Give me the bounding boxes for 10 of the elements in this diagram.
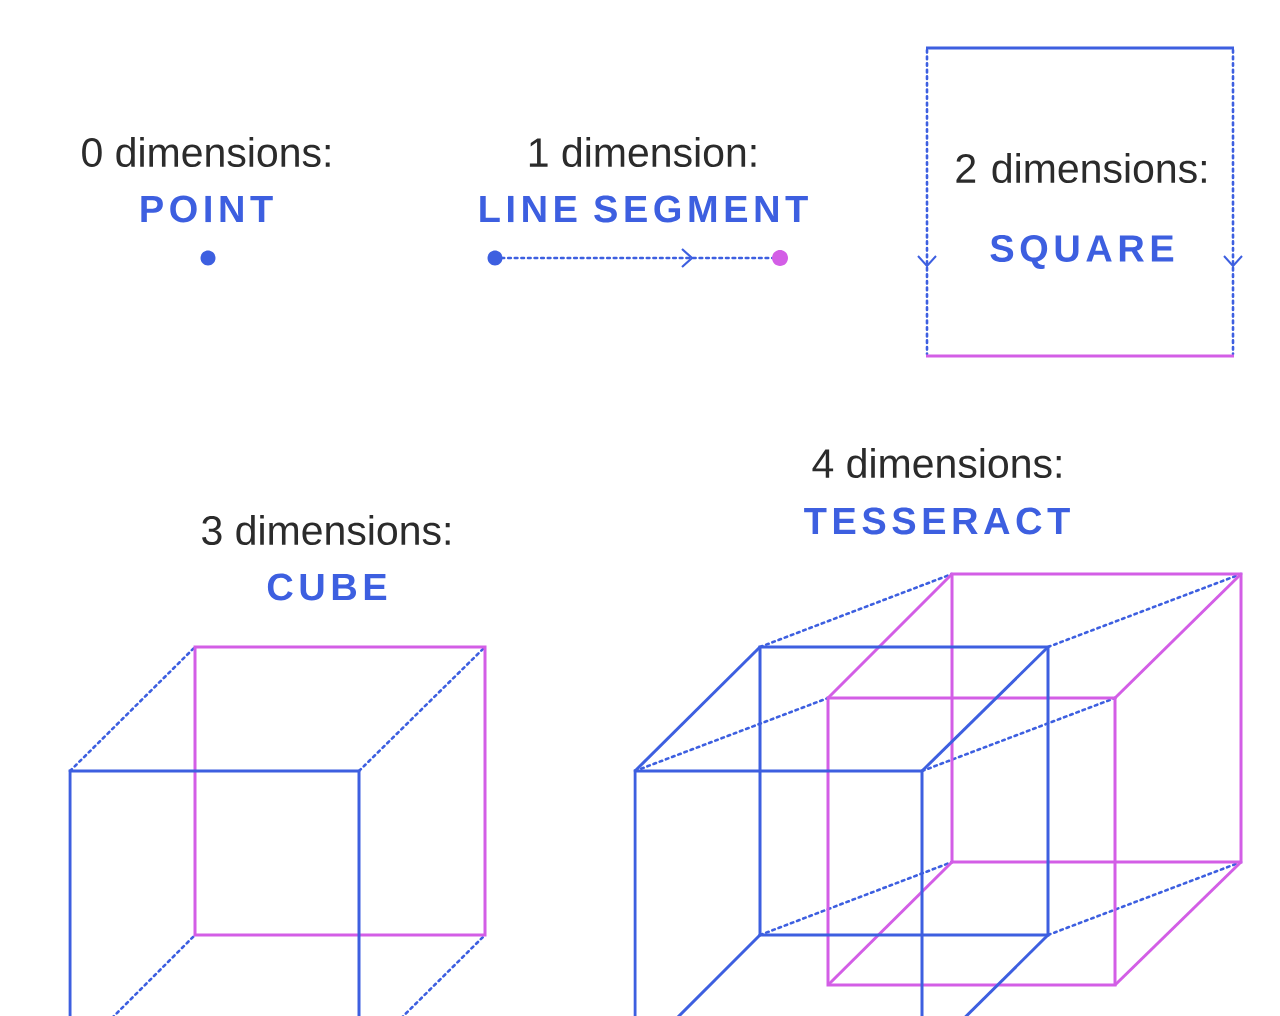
dimension-label: 2 dimensions: <box>956 152 1206 184</box>
shape-name: TESSERACT <box>804 507 1070 535</box>
shape-name: POINT <box>141 195 273 223</box>
dimension-label: 3 dimensions: <box>202 514 450 546</box>
dimension-label: 4 dimensions: <box>812 447 1061 479</box>
dimension-label: 0 dimensions: <box>82 136 330 168</box>
dimension-label: 1 dimension: <box>529 136 756 168</box>
shape-name: SQUARE <box>990 235 1174 269</box>
shape-name: LINE SEGMENT <box>480 195 808 223</box>
shape-name: CUBE <box>267 573 387 601</box>
